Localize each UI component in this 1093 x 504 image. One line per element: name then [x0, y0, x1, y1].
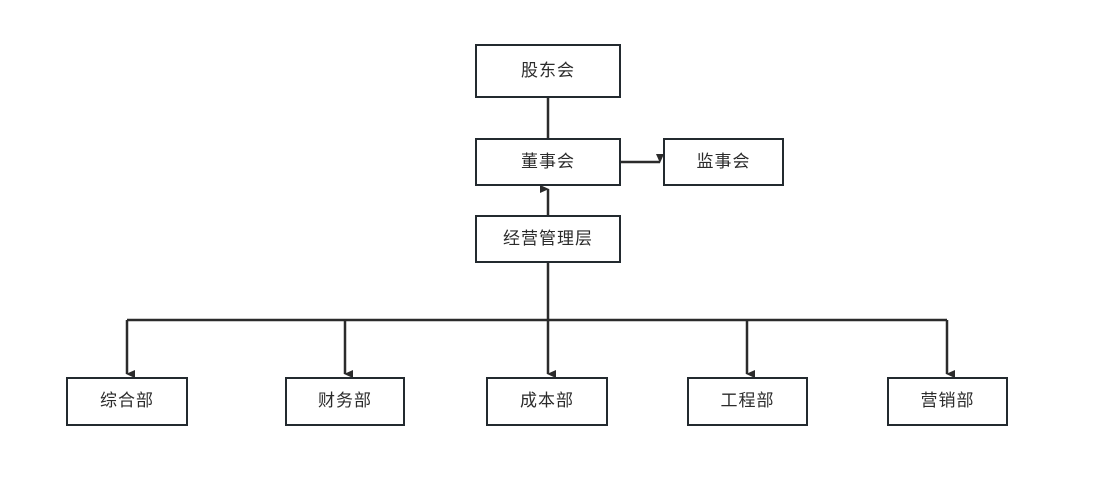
- node-board-of-supervisors[interactable]: 监事会: [663, 138, 784, 186]
- node-engineering-department[interactable]: 工程部: [687, 377, 808, 426]
- node-finance-department-label: 财务部: [318, 391, 372, 411]
- node-management-label: 经营管理层: [503, 228, 593, 249]
- node-cost-department[interactable]: 成本部: [486, 377, 608, 426]
- node-management[interactable]: 经营管理层: [475, 215, 621, 263]
- node-engineering-department-label: 工程部: [720, 391, 775, 411]
- node-shareholders-label: 股东会: [521, 60, 575, 81]
- node-board-of-directors-label: 董事会: [521, 151, 575, 172]
- node-marketing-department-label: 营销部: [920, 391, 975, 411]
- node-general-department-label: 综合部: [100, 391, 154, 411]
- node-finance-department[interactable]: 财务部: [285, 377, 405, 426]
- node-board-of-directors[interactable]: 董事会: [475, 138, 621, 186]
- node-shareholders[interactable]: 股东会: [475, 44, 621, 98]
- node-board-of-supervisors-label: 监事会: [696, 151, 751, 172]
- node-marketing-department[interactable]: 营销部: [887, 377, 1008, 426]
- node-general-department[interactable]: 综合部: [66, 377, 188, 426]
- node-cost-department-label: 成本部: [520, 391, 574, 411]
